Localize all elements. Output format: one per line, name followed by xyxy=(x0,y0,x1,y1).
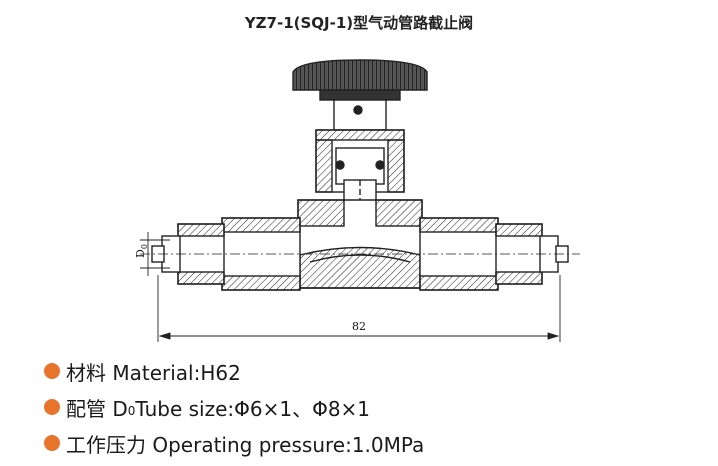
length-dimension-label: 82 xyxy=(352,320,366,333)
bullet-icon xyxy=(44,435,60,451)
knob-hub xyxy=(319,89,401,101)
handwheel-knob xyxy=(292,59,428,91)
valve-outline xyxy=(140,59,580,291)
page-title: YZ7-1(SQJ-1)型气动管路截止阀 xyxy=(244,14,474,32)
set-screw xyxy=(353,105,363,115)
spec-tube-suffix: Tube size:Φ6×1、Φ8×1 xyxy=(135,396,371,421)
spec-tube-prefix: 配管 D xyxy=(66,396,128,421)
stem-neck xyxy=(333,99,387,131)
d0-dimension-label: D0 xyxy=(134,244,149,258)
bullet-icon xyxy=(44,363,60,379)
spec-tube-subscript: 0 xyxy=(127,404,136,418)
spec-material: 材料 Material:H62 xyxy=(44,353,424,389)
spec-pressure: 工作压力 Operating pressure:1.0MPa xyxy=(44,425,424,461)
spec-pressure-text: 工作压力 Operating pressure:1.0MPa xyxy=(66,432,425,457)
valve-diagram: D0 82 xyxy=(134,59,580,342)
dimension-lines xyxy=(140,232,561,342)
spec-material-text: 材料 Material:H62 xyxy=(66,360,241,385)
bullet-icon xyxy=(44,399,60,415)
